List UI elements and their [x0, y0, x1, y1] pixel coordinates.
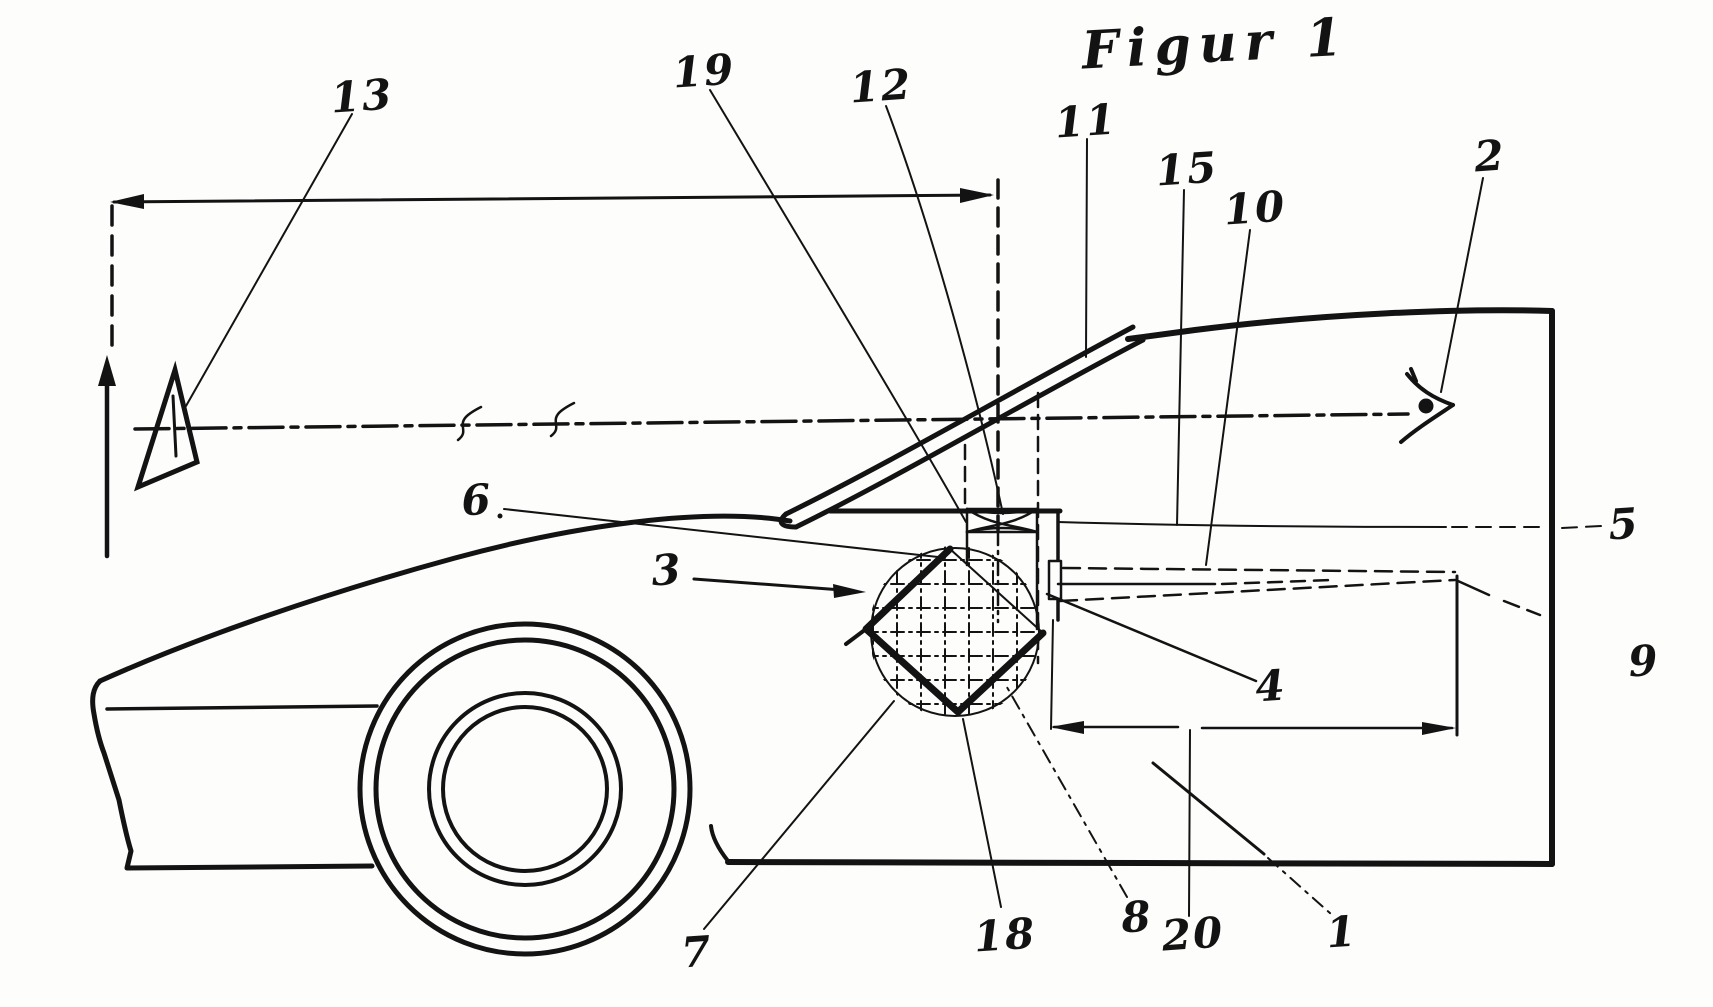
sight-line — [133, 412, 1410, 431]
optical-paths — [133, 178, 1603, 665]
dimension-13-line — [112, 193, 992, 204]
dimension-20-arrow-right — [1422, 722, 1456, 735]
leader-1-solid — [1151, 761, 1266, 856]
wheel-arch-circle — [357, 621, 693, 957]
prism-thin-face — [949, 548, 1044, 634]
leader-12 — [885, 105, 1004, 515]
leader-4 — [1045, 592, 1258, 683]
wheel-arch-rear-edge — [709, 824, 730, 863]
leader-18 — [962, 718, 1002, 908]
annotation-text: Figur 1 13 19 12 11 15 10 2 6 3 5 9 4 7 … — [329, 7, 1661, 978]
leader-3-shaft — [692, 577, 844, 592]
label-6-dot — [497, 513, 503, 519]
part-label-13: 13 — [329, 69, 395, 122]
windshield — [778, 324, 1146, 530]
part-label-20: 20 — [1159, 907, 1226, 960]
beam-lower-dashed — [1058, 578, 1457, 603]
exit-window — [1047, 559, 1063, 601]
leader-7 — [703, 700, 895, 930]
reference-line-5 — [1057, 521, 1447, 528]
leader-13 — [185, 113, 353, 407]
part-label-19: 19 — [671, 44, 737, 97]
dimension-20-line — [1052, 725, 1454, 730]
bracket-9-tick — [1456, 579, 1491, 597]
hood-line — [97, 513, 793, 684]
break-squiggle-right — [549, 401, 576, 438]
part-label-8: 8 — [1119, 891, 1155, 942]
beam-upper-dashed — [1061, 566, 1457, 574]
break-squiggle-left — [456, 405, 483, 442]
car-outline — [90, 307, 1555, 871]
dimensions — [98, 188, 1542, 737]
part-label-11: 11 — [1053, 94, 1119, 147]
extension-line-box-edge — [1050, 619, 1054, 730]
rim-inner-circle — [441, 705, 609, 873]
virtual-image-triangle — [133, 360, 200, 492]
dimension-13-arrow-right — [960, 188, 994, 203]
leader-8 — [1003, 681, 1128, 898]
reference-line-5-dashes — [1451, 525, 1603, 529]
front-wheel — [357, 621, 693, 957]
beltline-crease — [105, 704, 379, 711]
part-label-4: 4 — [1254, 660, 1289, 711]
figure-title: Figur 1 — [1078, 7, 1351, 82]
beam-center-dashes — [1220, 578, 1334, 586]
bracket-9-dashdot — [1502, 599, 1542, 617]
tire-circle — [373, 637, 677, 941]
leader-3-arrowhead — [833, 584, 866, 598]
rim-outer-circle — [427, 691, 623, 887]
windshield-inner-line — [793, 337, 1146, 530]
leader-11 — [1085, 138, 1088, 358]
hud-optics-unit — [844, 507, 1063, 718]
leader-15 — [1176, 189, 1185, 526]
prism-mirror-faces — [862, 545, 1047, 716]
part-label-7: 7 — [680, 926, 715, 977]
roof-line — [1125, 307, 1555, 342]
part-label-12: 12 — [848, 59, 914, 112]
part-label-10: 10 — [1222, 181, 1288, 234]
part-label-2: 2 — [1472, 130, 1508, 181]
part-label-3: 3 — [650, 544, 685, 595]
rocker-sill-line — [725, 859, 1555, 867]
virtual-image-arrow-head — [98, 355, 116, 386]
eye-icon — [1399, 367, 1455, 444]
windshield-foot-cap — [778, 511, 799, 530]
front-bumper-line — [90, 678, 375, 871]
leader-2 — [1440, 177, 1484, 393]
part-label-1: 1 — [1325, 906, 1360, 957]
part-label-6: 6 — [460, 474, 495, 525]
hud-prism — [844, 545, 1047, 716]
part-label-18: 18 — [972, 908, 1038, 961]
dimension-20-arrow-left — [1050, 721, 1084, 734]
channel-axis-dashed — [963, 391, 1040, 665]
leader-1-dashdot — [1267, 857, 1332, 915]
leader-10 — [1205, 229, 1251, 566]
part-label-5: 5 — [1607, 498, 1642, 549]
prism-hatch-grid — [869, 546, 1041, 718]
leader-19 — [709, 89, 967, 523]
leader-20 — [1188, 729, 1191, 917]
part-label-15: 15 — [1154, 142, 1220, 195]
dimension-13-arrow-left — [110, 194, 144, 209]
leader-lines — [185, 89, 1484, 930]
part-label-9: 9 — [1627, 635, 1662, 686]
prism-left-vertex-tail — [844, 627, 868, 646]
leader-6 — [503, 508, 939, 558]
